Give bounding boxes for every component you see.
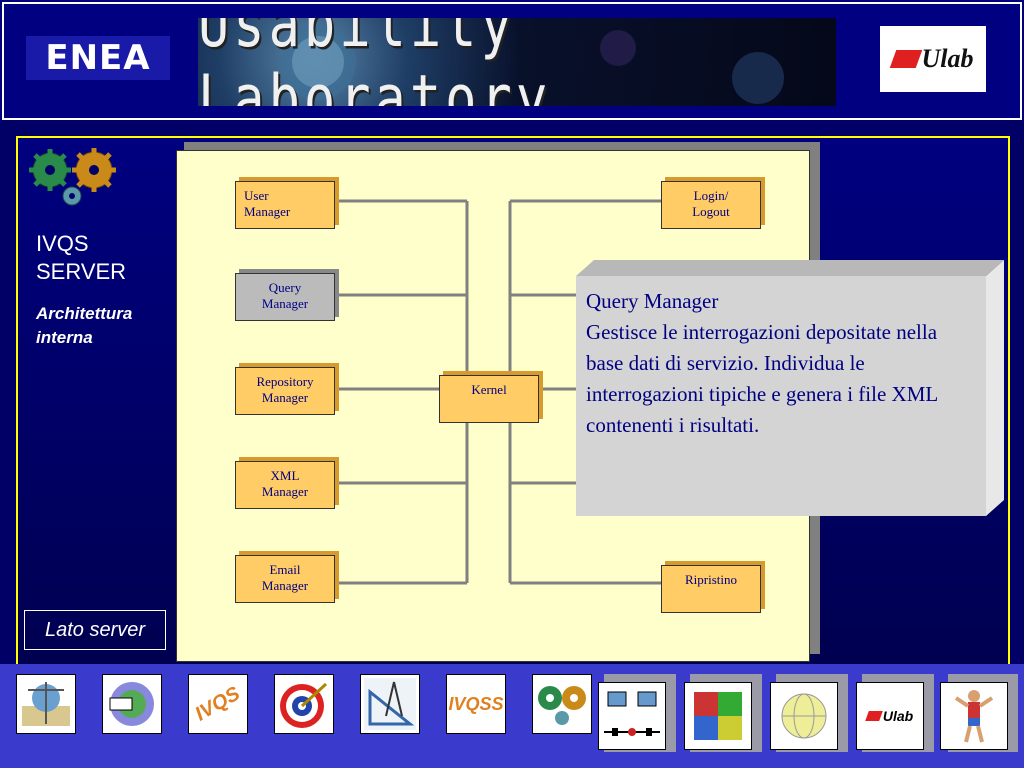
banner-title: Usability Laboratory [198,18,552,106]
popup-bevel [576,260,1004,516]
globe-icon[interactable] [770,682,838,750]
banner-globe-graphic [280,24,784,104]
footer-bar [0,664,1024,768]
ivqss-logo-icon[interactable]: IVQSS [446,674,506,734]
title-line-2: SERVER [36,259,127,284]
email-manager-box[interactable]: Email Manager [235,555,335,603]
subtitle-line-1: Architettura [36,304,133,323]
ulab-logo: Ulab [880,26,986,92]
drafting-tools-icon[interactable] [360,674,420,734]
ulab-logo-icon[interactable]: Ulab [856,682,924,750]
enea-logo-text: ENEA [45,38,151,78]
globe-www-icon[interactable] [102,674,162,734]
popup-title: Query Manager [586,289,719,313]
network-computers-icon[interactable] [598,682,666,750]
gears-icon[interactable] [532,674,592,734]
xml-manager-box[interactable]: XML Manager [235,461,335,509]
scales-map-icon[interactable] [16,674,76,734]
gears-icon [29,148,116,206]
query-manager-box[interactable]: Query Manager [235,273,335,321]
page-title: IVQS SERVER [36,230,126,286]
repository-manager-box[interactable]: Repository Manager [235,367,335,415]
subtitle-line-2: interna [36,328,93,347]
ulab-logo-text: Ulab [921,44,974,73]
kernel-box[interactable]: Kernel [439,375,539,423]
ulab-mark-icon [865,711,883,721]
title-line-1: IVQS [36,231,89,256]
target-icon[interactable] [274,674,334,734]
ulab-mark-icon [889,50,922,68]
runner-icon[interactable] [940,682,1008,750]
ripristino-box[interactable]: Ripristino [661,565,761,613]
enea-logo: ENEA [26,36,170,80]
user-manager-box[interactable]: User Manager [235,181,335,229]
puzzle-icon[interactable] [684,682,752,750]
ivqs-logo-icon[interactable]: IVQS [188,674,248,734]
query-manager-popup: Query Manager Gestisce le interrogazioni… [586,286,974,441]
popup-body: Gestisce le interrogazioni depositate ne… [586,320,938,437]
usability-laboratory-banner: Usability Laboratory [198,18,836,106]
lato-server-label: Lato server [24,610,166,650]
login-logout-box[interactable]: Login/ Logout [661,181,761,229]
page-subtitle: Architettura interna [36,302,132,350]
